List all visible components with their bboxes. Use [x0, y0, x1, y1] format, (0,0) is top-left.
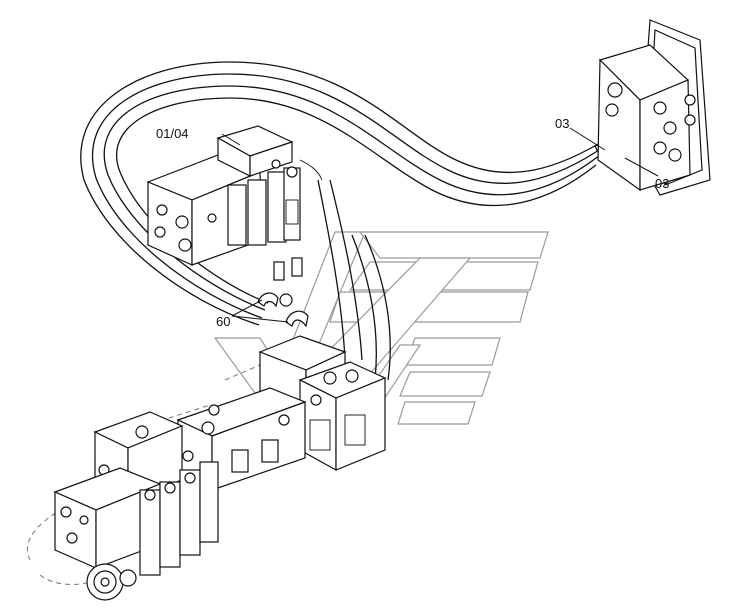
callout-60: 60 [216, 314, 230, 329]
callout-03-lower: 03 [655, 176, 669, 191]
callout-01-04: 01/04 [156, 126, 189, 141]
lower-left-valve-bank [53, 411, 219, 601]
callout-03-upper: 03 [555, 116, 569, 131]
upper-valve-block [146, 125, 323, 266]
callout-leaders [221, 127, 659, 323]
vertical-hose-bundle [317, 179, 391, 381]
bulkhead-plate [597, 19, 711, 196]
elbow-fittings [257, 257, 309, 328]
